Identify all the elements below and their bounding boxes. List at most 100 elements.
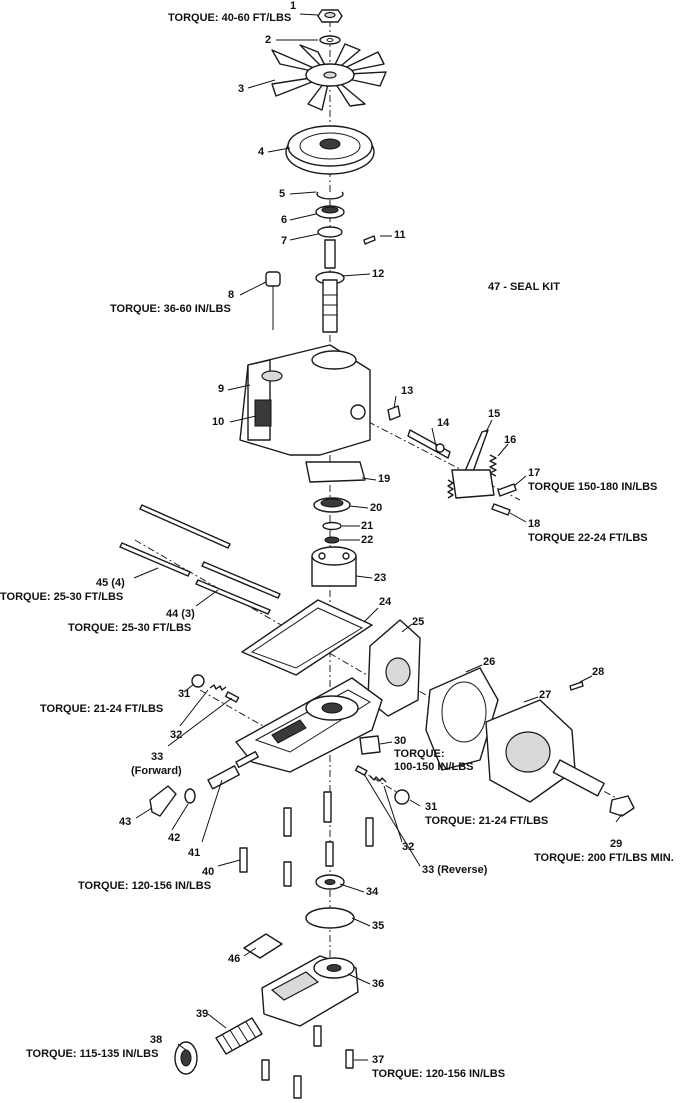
control-plate (451, 469, 495, 499)
torque-note-45: TORQUE: 25-30 FT/LBS (0, 591, 124, 603)
callout-44: 44 (3) (166, 608, 195, 620)
part-33-valve-forward (224, 691, 240, 703)
callout-4: 4 (258, 146, 265, 158)
part-8-vent-cap (265, 271, 281, 330)
callout-14: 14 (437, 417, 450, 429)
leader-lines (133, 13, 623, 1061)
callout-31-reverse: 31 (425, 801, 438, 813)
callout-17: 17 (528, 467, 541, 479)
part-29-axle-nut (609, 795, 635, 817)
part-41-bypass-valve (207, 750, 259, 790)
torque-note-40: TORQUE: 120-156 IN/LBS (78, 880, 212, 892)
part-31-plug-forward (191, 674, 205, 688)
callout-5: 5 (279, 188, 286, 200)
callout-34: 34 (366, 886, 379, 898)
callout-7: 7 (281, 235, 288, 247)
callout-37: 37 (372, 1054, 385, 1066)
callout-6: 6 (281, 214, 288, 226)
part-38-filter-cap (174, 1041, 198, 1075)
callout-22: 22 (361, 534, 374, 546)
part-44-bolts (195, 561, 281, 615)
part-39-filter (215, 1017, 263, 1055)
part-23-cylinder-block (311, 546, 357, 587)
callout-1: 1 (290, 0, 297, 12)
part-42-clip (184, 788, 196, 804)
torque-note-30-line2: 100-150 IN/LBS (394, 761, 474, 773)
center-section (235, 677, 383, 773)
callout-36: 36 (372, 978, 385, 990)
torque-note-30-line1: TORQUE: (394, 748, 445, 760)
torque-note-17: TORQUE 150-180 IN/LBS (528, 481, 658, 493)
callout-16: 16 (504, 434, 517, 446)
part-27-differential (485, 699, 605, 803)
torque-note-37: TORQUE: 120-156 IN/LBS (372, 1068, 506, 1080)
callout-35: 35 (372, 920, 385, 932)
part-18-bolt (491, 503, 511, 516)
part-14-control-shaft (407, 429, 451, 459)
callout-15: 15 (488, 408, 501, 420)
part-17-bolt (497, 483, 517, 497)
part-32-spring-forward (209, 684, 227, 691)
part-25-end-cap (367, 619, 421, 717)
part-26-axle-housing (425, 667, 499, 771)
part-2-washer (319, 35, 341, 45)
callout-10: 10 (212, 416, 225, 428)
control-spring (447, 479, 454, 499)
callout-40: 40 (202, 866, 215, 878)
callout-2: 2 (265, 34, 272, 46)
callout-39: 39 (196, 1008, 209, 1020)
callout-25: 25 (412, 616, 425, 628)
callout-33-reverse: 33 (Reverse) (422, 864, 488, 876)
callout-23: 23 (374, 572, 387, 584)
callout-28: 28 (592, 666, 605, 678)
callout-32-forward: 32 (170, 729, 183, 741)
callout-13: 13 (401, 385, 414, 397)
callout-46: 46 (228, 953, 241, 965)
forward-note: (Forward) (131, 765, 182, 777)
part-32-spring-reverse (369, 775, 387, 783)
callout-33-forward: 33 (151, 751, 164, 763)
part-24-gasket (241, 599, 373, 676)
callout-8: 8 (228, 289, 235, 301)
callout-29: 29 (610, 838, 623, 850)
torque-note-31-forward: TORQUE: 21-24 FT/LBS (40, 703, 164, 715)
torque-note-8: TORQUE: 36-60 IN/LBS (110, 303, 231, 315)
part-46-gasket (243, 933, 283, 959)
torque-note-44: TORQUE: 25-30 FT/LBS (68, 622, 192, 634)
part-34-filter-plate (315, 874, 345, 890)
part-4-pulley (285, 125, 375, 175)
callout-45: 45 (4) (96, 577, 125, 589)
callout-12: 12 (372, 268, 385, 280)
part-3-fan (271, 43, 387, 111)
torque-note-18: TORQUE 22-24 FT/LBS (528, 532, 648, 544)
callout-9: 9 (218, 383, 225, 395)
part-1-nut (317, 9, 343, 23)
part-13-seal (387, 405, 401, 421)
callout-31-forward: 31 (178, 688, 191, 700)
part-21-washer (322, 521, 342, 531)
callout-3: 3 (238, 83, 245, 95)
callout-21: 21 (361, 520, 374, 532)
callout-30: 30 (394, 735, 407, 747)
callout-24: 24 (379, 596, 392, 608)
callout-41: 41 (188, 847, 201, 859)
part-7-washer (317, 226, 343, 238)
callout-26: 26 (483, 656, 496, 668)
part-33-valve-reverse (354, 765, 368, 776)
part-6-bearing (315, 205, 345, 219)
forward-valve-axis-line (199, 689, 271, 731)
torque-note-29: TORQUE: 200 FT/LBS MIN. (534, 852, 674, 864)
part-28-key (569, 681, 584, 691)
callout-20: 20 (370, 502, 383, 514)
callout-38: 38 (150, 1034, 163, 1046)
seal-kit-note: 47 - SEAL KIT (488, 281, 560, 293)
bolt-axis-line (134, 539, 411, 701)
part-36-charge-pump (261, 955, 359, 1027)
part-43-lever (149, 785, 177, 817)
part-22-spring (324, 536, 340, 544)
part-31-plug-reverse (394, 789, 410, 805)
bolts-vertical (239, 791, 374, 887)
part-30-plug (359, 735, 381, 755)
